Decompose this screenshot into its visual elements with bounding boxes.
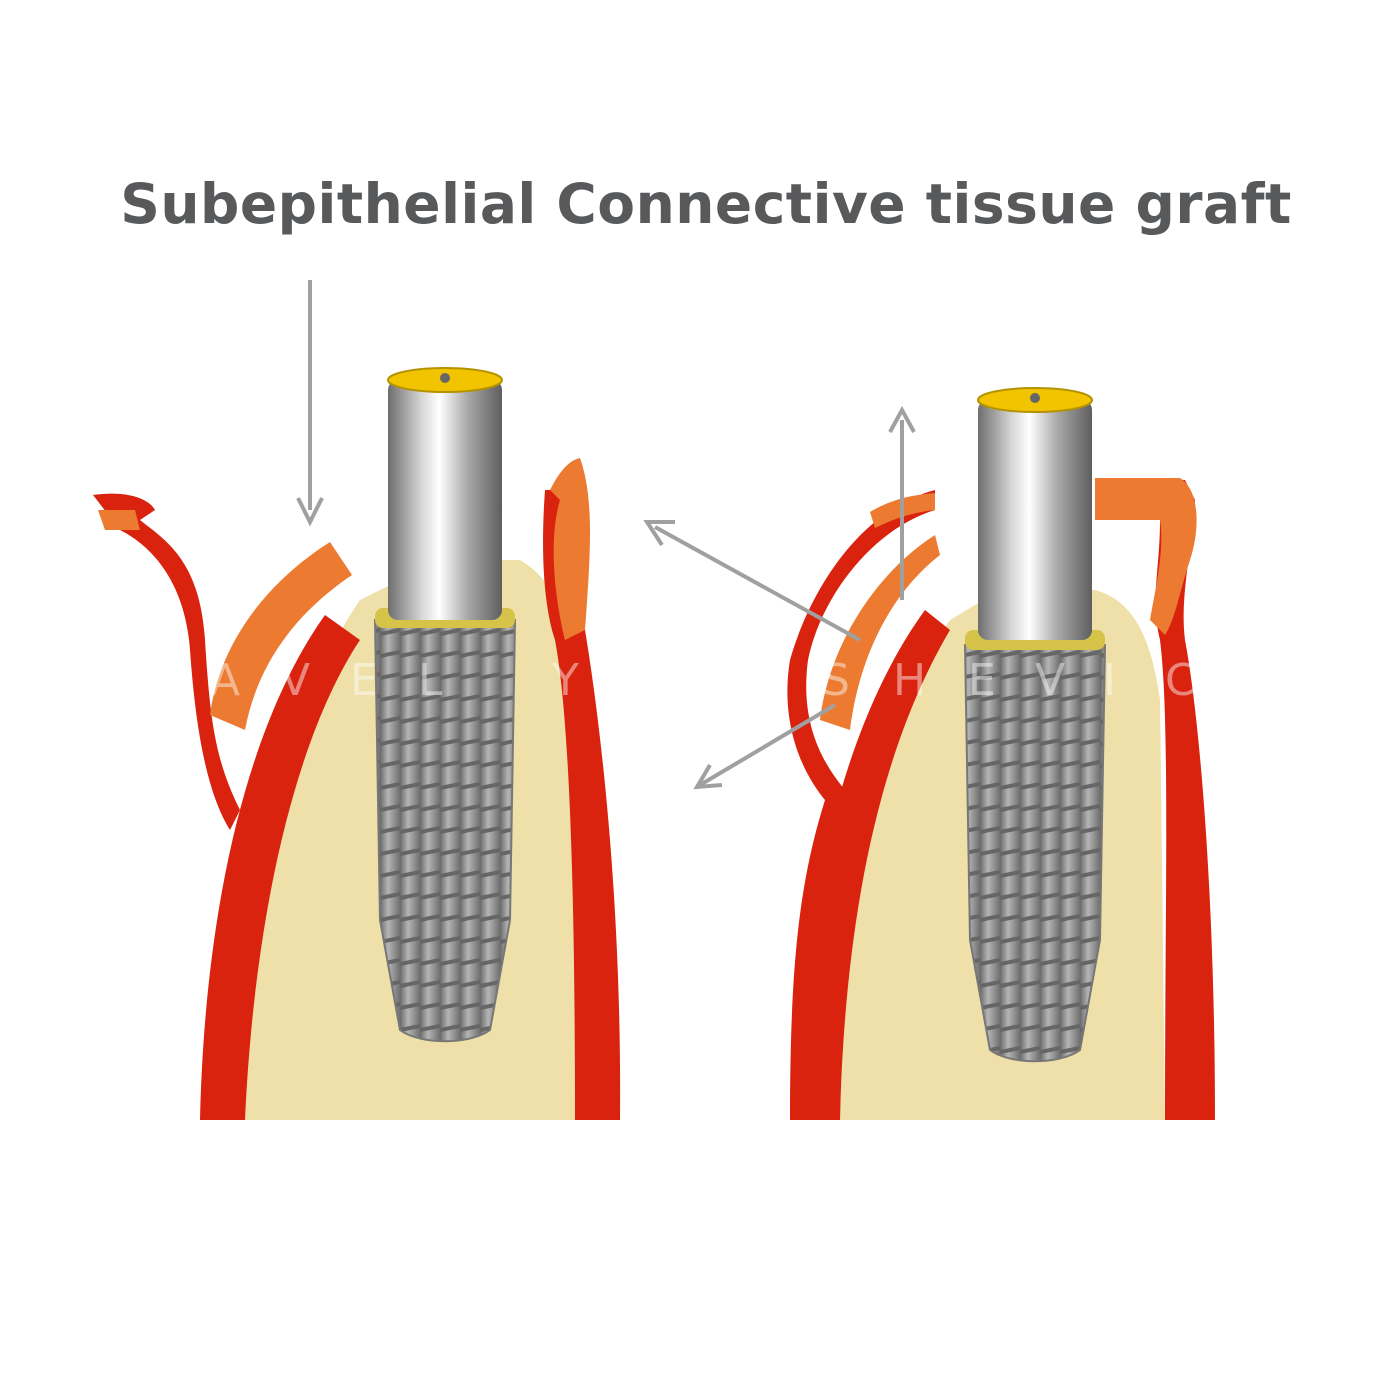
- arrow-lower-left: [698, 703, 837, 787]
- flap-tip-left: [98, 510, 140, 530]
- implant-body-left: [373, 619, 517, 1043]
- svg-text:E: E: [350, 655, 378, 706]
- svg-text:S: S: [822, 655, 850, 706]
- arrow-lower-left-head: [693, 763, 723, 790]
- svg-text:V: V: [1035, 655, 1065, 706]
- svg-text:A: A: [210, 655, 240, 706]
- svg-text:V: V: [280, 655, 310, 706]
- implant-body-right: [963, 644, 1107, 1063]
- graft-left: [210, 542, 352, 730]
- arrow-upper-left: [654, 525, 861, 642]
- gum-right-left: [543, 490, 621, 1120]
- svg-text:Y: Y: [551, 655, 579, 706]
- arrow-upper-left-head: [643, 520, 675, 547]
- arrow-up-head: [888, 405, 916, 433]
- svg-text:C: C: [1165, 655, 1196, 706]
- abutment-left: [388, 380, 502, 620]
- gum-tip-right: [1095, 478, 1197, 635]
- gum-tip-left: [550, 458, 590, 640]
- svg-text:L: L: [418, 655, 443, 706]
- diagram-title: Subepithelial Connective tissue graft: [120, 172, 1292, 236]
- flap-left: [93, 493, 240, 830]
- svg-text:I: I: [1103, 655, 1116, 706]
- gum-outer-right: [787, 490, 935, 1120]
- svg-text:H: H: [893, 655, 926, 706]
- bone-cortex-left: [200, 615, 360, 1120]
- arrow-down-head: [296, 497, 324, 527]
- graft-right: [820, 535, 940, 730]
- svg-text:E: E: [968, 655, 996, 706]
- left-panel: [93, 280, 621, 1120]
- abutment-right: [978, 400, 1092, 640]
- right-panel: [643, 387, 1215, 1120]
- gum-right-right: [1095, 478, 1215, 1120]
